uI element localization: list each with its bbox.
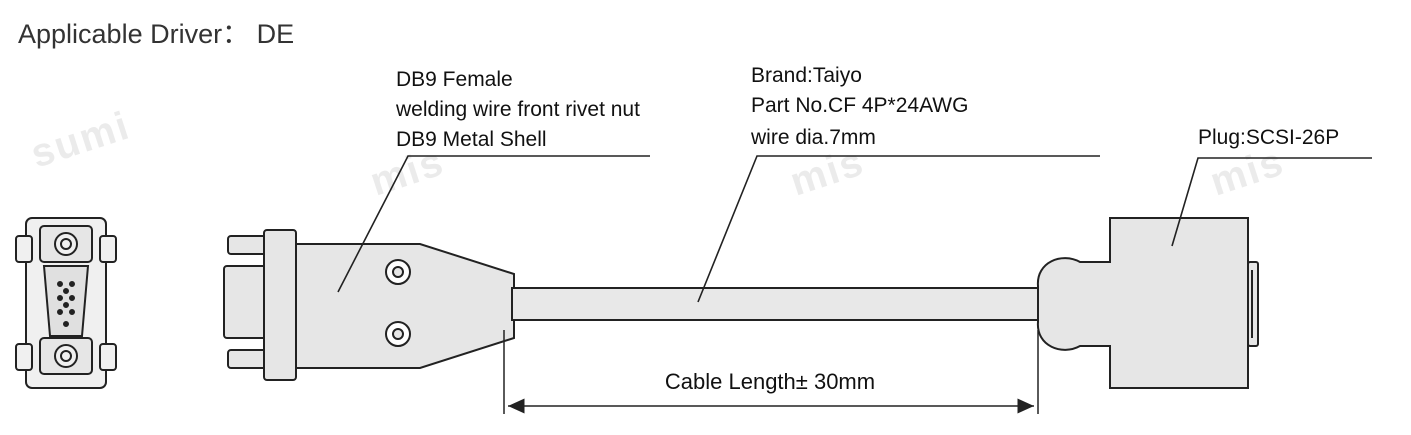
left-connector-label-1: DB9 Female (396, 68, 513, 91)
page-title: Applicable Driver： DE (18, 19, 295, 49)
left-connector-label-3: DB9 Metal Shell (396, 128, 547, 151)
cable-body (511, 287, 1041, 321)
cable-label-2: Part No.CF 4P*24AWG (751, 94, 969, 117)
right-connector-label: Plug:SCSI-26P (1198, 126, 1340, 149)
db9-side-connector (223, 229, 515, 381)
leader-lines (337, 155, 1372, 303)
left-connector-label-2: welding wire front rivet nut (396, 98, 640, 121)
cable-length-label: Cable Length± 30mm (664, 369, 876, 394)
cable-label-3: wire dia.7mm (751, 126, 876, 149)
db9-face-view (15, 217, 117, 389)
scsi-plug (1036, 217, 1259, 389)
cable-length-dimension (503, 330, 1039, 414)
cable-label-1: Brand:Taiyo (751, 64, 862, 87)
